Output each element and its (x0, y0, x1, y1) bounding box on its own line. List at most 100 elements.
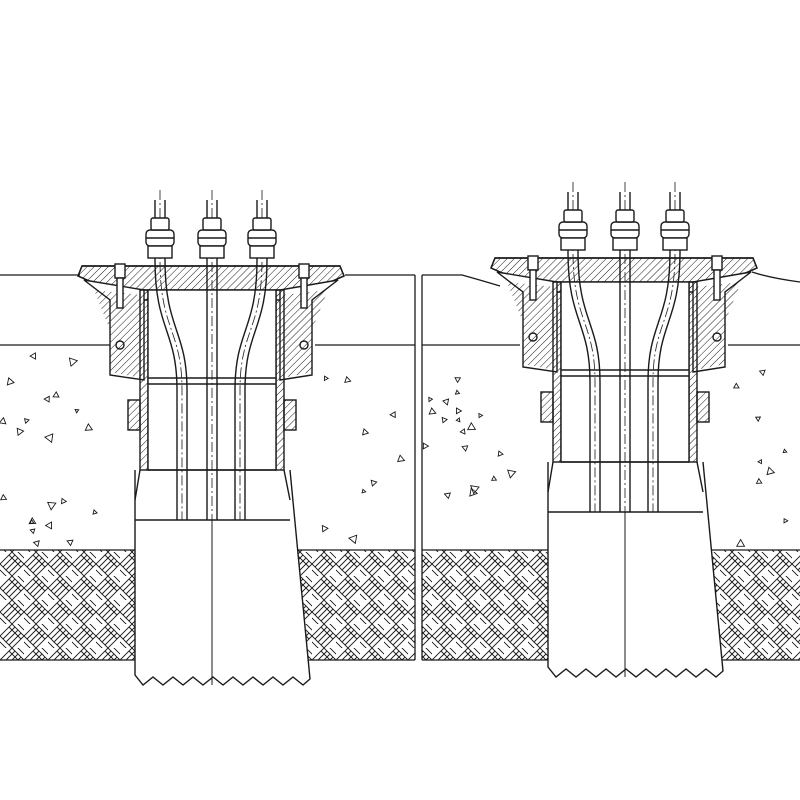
aggregate-mark (84, 422, 94, 431)
aggregate-mark (758, 369, 766, 377)
aggregate-mark (29, 518, 35, 524)
seal-right (696, 391, 710, 423)
bracket-right-hatch (695, 282, 741, 370)
aggregate-mark (428, 396, 434, 403)
aggregate-mark (455, 407, 463, 415)
taper-left (547, 461, 554, 493)
aggregate-mark (361, 488, 367, 494)
screw-shank (300, 277, 308, 309)
aggregate-mark (43, 395, 50, 403)
cable-gland-body (560, 237, 586, 251)
aggregate-mark (470, 485, 480, 495)
aggregate-mark (497, 450, 504, 457)
cable-gland-body (612, 237, 638, 251)
taper-right (283, 469, 291, 501)
aggregate-mark (44, 433, 54, 444)
aggregate-mark (443, 492, 451, 500)
aggregate-mark (442, 398, 450, 406)
aggregate-mark (783, 517, 789, 524)
seal-right (283, 399, 297, 431)
screw-head (298, 263, 310, 279)
cable-centerline (572, 182, 596, 512)
pipe (134, 469, 311, 686)
cable (567, 192, 601, 512)
seal-left (127, 399, 141, 431)
bracket-left-hatch (507, 282, 555, 370)
cable-gland-cap (202, 217, 222, 231)
cable-centerline (159, 190, 183, 520)
screw-shank (529, 269, 537, 301)
cable-gland-body (249, 245, 275, 259)
aggregate-mark (66, 539, 74, 547)
cable-gland-cap (563, 209, 583, 223)
cable-gland-cap (665, 209, 685, 223)
cable-gland-body (662, 237, 688, 251)
aggregate-mark (735, 538, 746, 547)
aggregate-mark (455, 417, 461, 423)
aggregate-mark (754, 416, 762, 423)
cable-gland-cap (252, 217, 272, 231)
concrete-aggregate (0, 352, 789, 548)
aggregate-mark (461, 445, 469, 452)
bolt-hole-left (528, 332, 538, 342)
aggregate-mark (507, 469, 517, 479)
cable (206, 200, 218, 520)
aggregate-mark (459, 428, 466, 435)
aggregate-mark (68, 357, 79, 368)
aggregate-mark (766, 466, 776, 476)
aggregate-mark (29, 528, 36, 535)
aggregate-mark (323, 375, 330, 382)
screw-shank (713, 269, 721, 301)
aggregate-mark (60, 497, 68, 505)
aggregate-mark (29, 352, 37, 360)
cable-gland-body (147, 245, 173, 259)
aggregate-mark (321, 524, 329, 533)
body-wall-left (139, 289, 149, 471)
aggregate-mark (52, 391, 60, 398)
cable-gland-cap (615, 209, 635, 223)
taper-left (134, 469, 141, 501)
cable-entry-assembly-right (490, 182, 758, 678)
screw-head (527, 255, 539, 271)
bracket-left-hatch (94, 290, 142, 378)
aggregate-mark (0, 493, 8, 501)
aggregate-mark (782, 448, 788, 454)
aggregate-mark (478, 412, 484, 419)
aggregate-mark (428, 407, 437, 415)
cable-gland-cap (150, 217, 170, 231)
aggregate-mark (441, 416, 448, 424)
aggregate-mark (74, 408, 80, 414)
aggregate-mark (32, 540, 40, 548)
aggregate-mark (466, 421, 477, 431)
cable (234, 200, 268, 520)
aggregate-mark (46, 501, 57, 511)
bolt-hole-right (299, 340, 309, 350)
aggregate-mark (397, 454, 406, 463)
screw-shank (116, 277, 124, 309)
taper-right (696, 461, 704, 493)
aggregate-mark (454, 389, 461, 395)
body-wall-left (552, 281, 562, 463)
cable-centerline (239, 190, 263, 520)
bolt-hole-right (712, 332, 722, 342)
aggregate-mark (0, 416, 7, 425)
aggregate-mark (16, 427, 25, 437)
aggregate-mark (348, 534, 358, 545)
aggregate-mark (344, 375, 352, 383)
seal-left (540, 391, 554, 423)
cable (647, 192, 681, 512)
aggregate-mark (454, 377, 462, 384)
aggregate-mark (732, 382, 740, 389)
aggregate-mark (755, 477, 763, 484)
aggregate-mark (92, 509, 98, 515)
aggregate-mark (422, 442, 430, 450)
aggregate-mark (23, 418, 30, 425)
cable-centerline (652, 182, 676, 512)
screw-head (114, 263, 126, 279)
cable (154, 200, 188, 520)
bracket-right-hatch (282, 290, 328, 378)
pipe (547, 461, 724, 678)
aggregate-mark (469, 487, 479, 497)
aggregate-mark (370, 479, 378, 487)
